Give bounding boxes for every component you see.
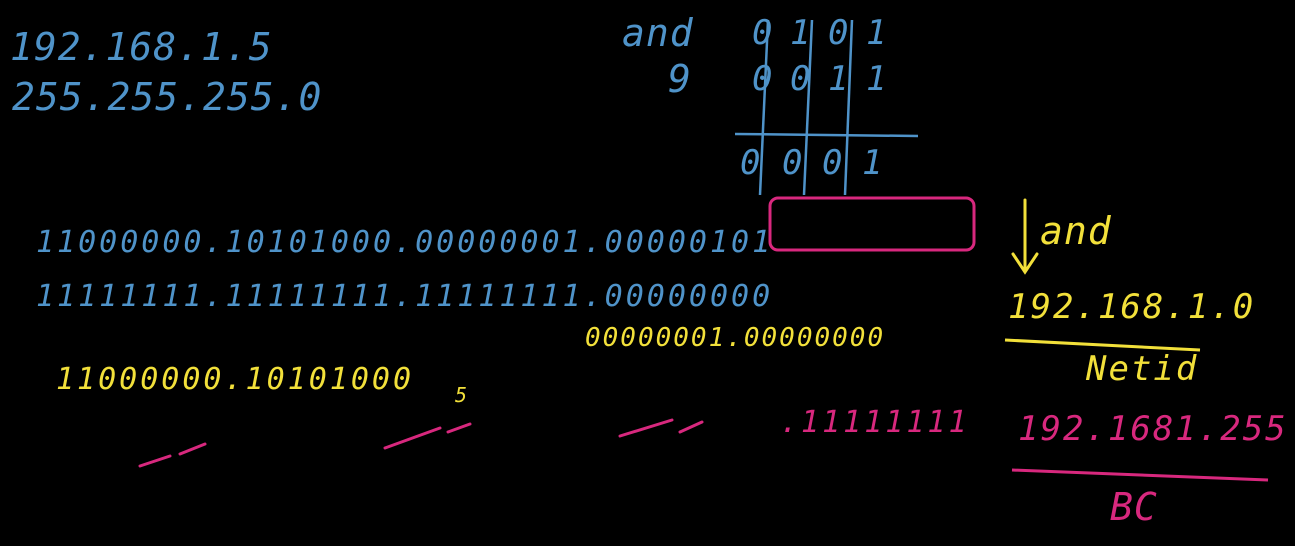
- ip-address-text: 192.168.1.5: [10, 25, 273, 69]
- truth-b-0: 0: [752, 59, 775, 99]
- broadcast-host-binary: .11111111: [780, 405, 970, 440]
- netid-underline: [1004, 338, 1201, 352]
- truth-b-1: 0: [790, 59, 813, 99]
- ip-binary-row: 11000000.10101000.00000001.00000101: [36, 225, 774, 260]
- truth-r-0: 0: [740, 143, 763, 183]
- netid-mark-5: 5: [455, 383, 468, 407]
- truth-table-op-9: 9: [668, 57, 692, 101]
- table-vline-1: [758, 19, 770, 196]
- down-arrow-icon-svg: [1011, 198, 1039, 275]
- host-octet-box: [768, 196, 976, 252]
- truth-b-2: 1: [828, 59, 851, 99]
- truth-r-1: 0: [782, 143, 805, 183]
- table-hline: [734, 132, 919, 138]
- truth-r-2: 0: [822, 143, 845, 183]
- truth-r-3: 1: [862, 143, 885, 183]
- truth-a-2: 0: [828, 13, 851, 53]
- truth-table-op-and: and: [622, 11, 694, 55]
- table-vline-3: [843, 19, 854, 196]
- broadcast-ip-text: 192.1681.255: [1018, 409, 1288, 449]
- netid-label: Netid: [1086, 349, 1199, 389]
- subnet-mask-text: 255.255.255.0: [12, 75, 323, 119]
- mask-binary-row: 11111111.11111111.11111111.00000000: [36, 279, 774, 314]
- truth-a-3: 1: [866, 13, 889, 53]
- netid-binary-row: 11000000.10101000: [56, 362, 415, 397]
- slash-marks-3: [618, 418, 704, 438]
- truth-b-3: 1: [866, 59, 889, 99]
- broadcast-underline: [1011, 468, 1269, 482]
- truth-a-1: 1: [790, 13, 813, 53]
- network-ip-text: 192.168.1.0: [1008, 287, 1256, 327]
- broadcast-label: BC: [1110, 485, 1158, 529]
- and-operation-label: and: [1040, 209, 1112, 253]
- slash-marks-2: [383, 422, 472, 450]
- down-arrow-icon: [1010, 198, 1040, 283]
- slash-marks-1: [138, 442, 207, 468]
- table-vline-2: [802, 19, 814, 196]
- and-result-binary-rest: 00000001.00000000: [585, 323, 886, 353]
